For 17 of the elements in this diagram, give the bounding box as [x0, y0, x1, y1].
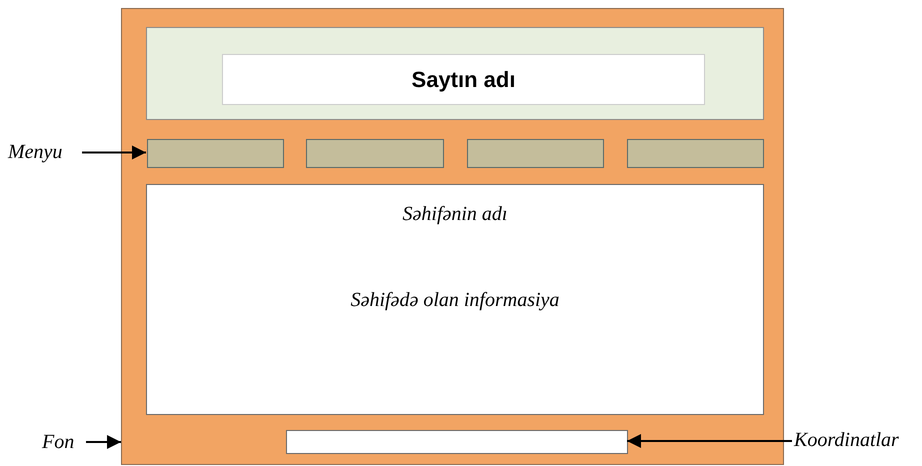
page-heading: Səhifənin adı: [402, 203, 508, 226]
page-text: Səhifədə olan informasiya: [350, 289, 560, 312]
footer-bar: [286, 430, 628, 454]
page-frame: [121, 8, 784, 465]
arrow: [86, 435, 121, 449]
title-box: Saytın adı: [222, 54, 705, 105]
menu-bar: [467, 139, 604, 168]
content-panel: [146, 184, 764, 415]
callout-label: Koordinatlar: [794, 428, 920, 452]
menu-bar: [147, 139, 284, 168]
menu-bar: [627, 139, 764, 168]
menu-bar: [306, 139, 444, 168]
header-band: [146, 27, 764, 120]
callout-label: Menyu: [8, 140, 80, 165]
callout-label: Fon: [42, 430, 84, 454]
arrow: [82, 146, 146, 160]
arrow: [627, 434, 792, 448]
